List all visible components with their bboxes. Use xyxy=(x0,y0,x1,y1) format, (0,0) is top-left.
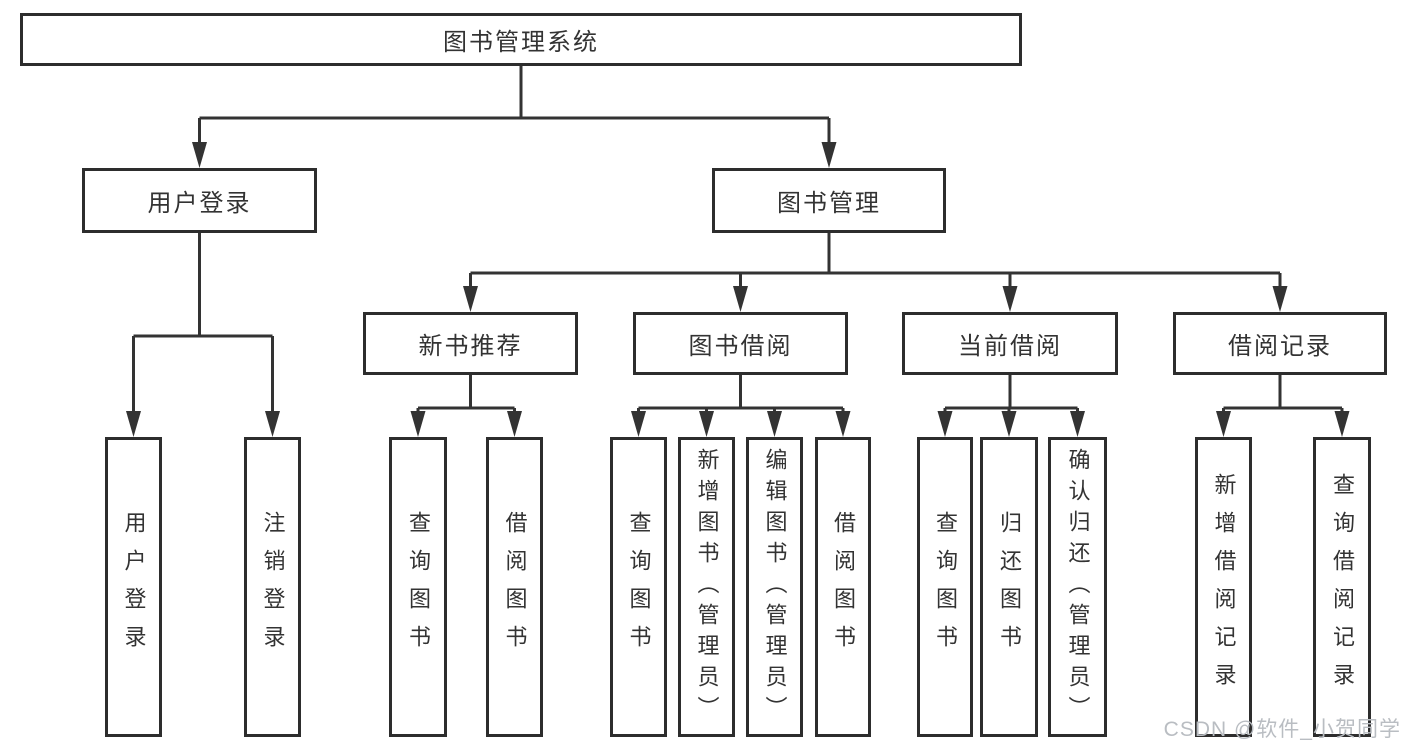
node-label-leaf-add-books-admin: 新增图书（管理员） xyxy=(694,447,720,727)
arrowhead-icon xyxy=(835,411,851,437)
arrowhead-icon xyxy=(1216,411,1231,437)
node-leaf-query-books-rec: 查询图书 xyxy=(389,437,447,737)
node-label-leaf-logout: 注销登录 xyxy=(260,511,286,663)
node-label-borrow-records: 借阅记录 xyxy=(1228,333,1332,360)
node-book-mgmt: 图书管理 xyxy=(712,168,946,233)
node-label-new-book-rec: 新书推荐 xyxy=(418,333,523,360)
node-user-login: 用户登录 xyxy=(82,168,317,233)
arrowhead-icon xyxy=(1002,286,1018,312)
node-leaf-query-borrow-record: 查询借阅记录 xyxy=(1313,437,1371,737)
node-label-leaf-borrow-books-rec: 借阅图书 xyxy=(502,511,528,663)
node-label-leaf-edit-books-admin: 编辑图书（管理员） xyxy=(762,447,788,727)
arrowhead-icon xyxy=(767,411,782,437)
arrowhead-icon xyxy=(410,411,426,437)
arrowhead-icon xyxy=(733,286,748,312)
node-leaf-borrow-books-2: 借阅图书 xyxy=(815,437,871,737)
arrowhead-icon xyxy=(507,411,522,437)
csdn-watermark: CSDN @软件_小贺同学 xyxy=(1163,718,1401,741)
node-leaf-query-books-borrow: 查询图书 xyxy=(610,437,667,737)
node-label-leaf-query-books-current: 查询图书 xyxy=(933,511,958,663)
node-label-leaf-add-borrow-record: 新增借阅记录 xyxy=(1211,473,1237,701)
arrowhead-icon xyxy=(265,411,280,437)
node-label-leaf-query-books-rec: 查询图书 xyxy=(406,511,431,663)
node-label-leaf-return-books: 归还图书 xyxy=(997,511,1022,663)
arrowhead-icon xyxy=(1272,286,1288,312)
arrowhead-icon xyxy=(821,142,837,168)
node-label-book-borrow: 图书借阅 xyxy=(688,333,793,360)
node-leaf-user-login: 用户登录 xyxy=(105,437,162,737)
node-leaf-confirm-return: 确认归还（管理员） xyxy=(1048,437,1107,737)
node-leaf-edit-books-admin: 编辑图书（管理员） xyxy=(746,437,803,737)
arrowhead-icon xyxy=(631,411,646,437)
arrowhead-icon xyxy=(126,411,141,437)
node-label-leaf-query-borrow-record: 查询借阅记录 xyxy=(1330,473,1355,701)
arrowhead-icon xyxy=(1070,411,1085,437)
node-label-root: 图书管理系统 xyxy=(443,29,599,56)
node-root: 图书管理系统 xyxy=(20,13,1022,66)
node-label-leaf-query-books-borrow: 查询图书 xyxy=(626,511,652,663)
arrowhead-icon xyxy=(937,411,953,437)
node-borrow-records: 借阅记录 xyxy=(1173,312,1387,375)
node-leaf-borrow-books-rec: 借阅图书 xyxy=(486,437,543,737)
node-leaf-add-books-admin: 新增图书（管理员） xyxy=(678,437,735,737)
node-book-borrow: 图书借阅 xyxy=(633,312,848,375)
node-leaf-add-borrow-record: 新增借阅记录 xyxy=(1195,437,1252,737)
arrowhead-icon xyxy=(1001,411,1017,437)
arrowhead-icon xyxy=(192,142,207,168)
node-label-leaf-confirm-return: 确认归还（管理员） xyxy=(1065,447,1091,727)
node-leaf-logout: 注销登录 xyxy=(244,437,301,737)
node-leaf-return-books: 归还图书 xyxy=(980,437,1038,737)
arrowhead-icon xyxy=(699,411,714,437)
node-label-current-borrow: 当前借阅 xyxy=(958,333,1062,360)
node-current-borrow: 当前借阅 xyxy=(902,312,1118,375)
arrowhead-icon xyxy=(463,286,478,312)
node-leaf-query-books-current: 查询图书 xyxy=(917,437,973,737)
node-label-leaf-user-login: 用户登录 xyxy=(121,511,147,663)
node-new-book-rec: 新书推荐 xyxy=(363,312,578,375)
node-label-user-login: 用户登录 xyxy=(147,190,252,217)
arrowhead-icon xyxy=(1334,411,1350,437)
node-label-book-mgmt: 图书管理 xyxy=(777,190,881,217)
node-label-leaf-borrow-books-2: 借阅图书 xyxy=(831,511,856,663)
